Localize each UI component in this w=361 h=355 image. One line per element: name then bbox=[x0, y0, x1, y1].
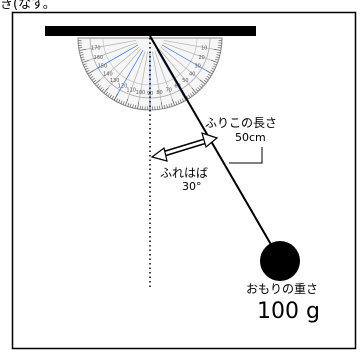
protractor-scale-label: 160 bbox=[94, 55, 104, 61]
protractor-scale-label: 90 bbox=[147, 91, 153, 97]
amplitude-arrow bbox=[152, 133, 217, 161]
protractor-scale-label: 40 bbox=[189, 71, 195, 77]
protractor-scale-label: 20 bbox=[198, 55, 204, 61]
protractor-scale-label: 140 bbox=[103, 71, 113, 77]
protractor-scale-label: 70 bbox=[166, 88, 172, 94]
protractor-scale-label: 120 bbox=[118, 84, 128, 90]
amplitude-arrowhead-right bbox=[202, 133, 217, 147]
pendulum-length-label: ふりこの長さ bbox=[205, 117, 277, 129]
pendulum-length-value: 50cm bbox=[235, 132, 266, 143]
protractor-scale-label: 150 bbox=[98, 64, 108, 70]
bob-mass-value: 100 g bbox=[257, 301, 320, 323]
bob-mass-label: おもりの重さ bbox=[246, 283, 318, 295]
protractor-scale-label: 130 bbox=[110, 78, 120, 84]
protractor-scale-label: 80 bbox=[156, 90, 162, 96]
amplitude-label: ふれはば bbox=[160, 167, 208, 179]
top-text-fragment: き(なす。 bbox=[0, 0, 56, 11]
amplitude-value: 30° bbox=[182, 181, 202, 192]
protractor-scale-label: 30 bbox=[194, 64, 200, 70]
protractor-scale-label: 110 bbox=[126, 88, 136, 94]
pendulum-bob bbox=[260, 241, 300, 281]
protractor-scale-label: 10 bbox=[201, 46, 207, 52]
protractor-scale-label: 100 bbox=[136, 90, 146, 96]
protractor-scale-label: 50 bbox=[182, 78, 188, 84]
amplitude-arrowhead-left bbox=[152, 148, 167, 161]
protractor-scale-label: 170 bbox=[91, 46, 101, 52]
length-leader-line bbox=[229, 147, 262, 163]
ceiling-bar bbox=[45, 26, 256, 36]
